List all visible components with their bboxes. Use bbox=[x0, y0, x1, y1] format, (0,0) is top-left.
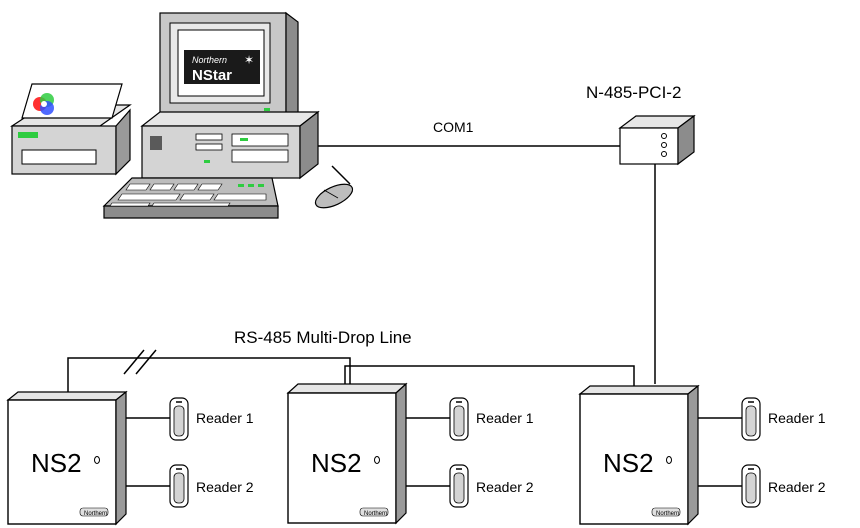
computer-case bbox=[140, 110, 320, 180]
reader-2-label: Reader 2 bbox=[476, 479, 534, 495]
controller-name: NS2 bbox=[31, 448, 82, 478]
mouse-cable bbox=[331, 165, 351, 185]
printer bbox=[9, 83, 132, 176]
reader-2-device bbox=[741, 464, 761, 508]
reader-1-label: Reader 1 bbox=[476, 410, 534, 426]
reader-1-device bbox=[449, 397, 469, 441]
nstar-logo: Northern NStar ✶ bbox=[184, 50, 260, 84]
com1-label: COM1 bbox=[433, 119, 474, 135]
keyboard bbox=[102, 177, 279, 219]
ns2-controller-3: NS2 Northern Reader 1 Reader 2 bbox=[578, 384, 826, 526]
controller-name: NS2 bbox=[603, 448, 654, 478]
ns2-controller-2: NS2 Northern Reader 1 Reader 2 bbox=[286, 382, 534, 525]
bus-segment-right bbox=[344, 365, 635, 386]
ns2-controller-1: NS2 Northern Reader 1 Reader 2 bbox=[6, 390, 254, 526]
color-wheel-icon bbox=[33, 93, 54, 115]
line-break-mark-1 bbox=[123, 349, 145, 375]
bus-segment-left bbox=[67, 357, 351, 392]
reader-1-label: Reader 1 bbox=[196, 410, 254, 426]
reader-1-device bbox=[741, 397, 761, 441]
reader-2-label: Reader 2 bbox=[768, 479, 826, 495]
controller-badge: Northern bbox=[84, 511, 107, 517]
controller-name: NS2 bbox=[311, 448, 362, 478]
logo-line-2: NStar bbox=[192, 67, 232, 84]
converter-box bbox=[618, 114, 696, 166]
reader-2-label: Reader 2 bbox=[196, 479, 254, 495]
reader-1-label: Reader 1 bbox=[768, 410, 826, 426]
monitor: Northern NStar ✶ bbox=[159, 11, 299, 127]
mouse bbox=[314, 183, 354, 209]
reader-2-device bbox=[449, 464, 469, 508]
logo-line-1: Northern bbox=[192, 55, 227, 65]
wiring bbox=[67, 145, 656, 392]
controller-badge: Northern bbox=[364, 511, 387, 517]
reader-1-device bbox=[169, 397, 189, 441]
controller-badge: Northern bbox=[656, 511, 679, 517]
line-break-mark-2 bbox=[135, 349, 157, 375]
star-icon: ✶ bbox=[244, 53, 254, 67]
bus-label: RS-485 Multi-Drop Line bbox=[234, 328, 412, 347]
converter-label: N-485-PCI-2 bbox=[586, 83, 681, 102]
reader-2-device bbox=[169, 464, 189, 508]
